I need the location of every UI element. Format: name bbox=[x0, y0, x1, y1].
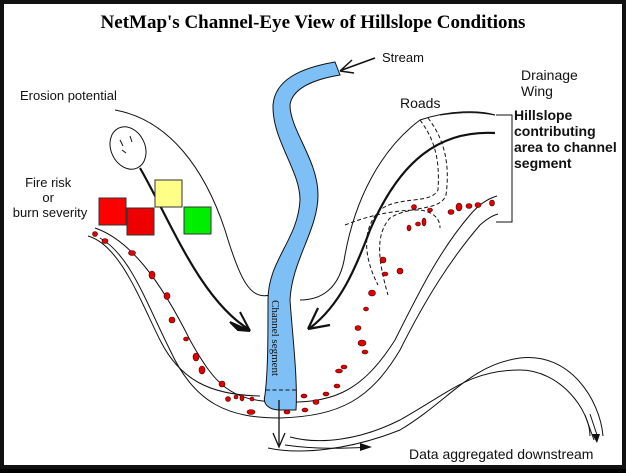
erosion-source-icon bbox=[109, 126, 147, 170]
road-3 bbox=[344, 209, 441, 229]
right-hillslope-outline bbox=[299, 111, 496, 301]
fire-risk-squares bbox=[98, 179, 212, 236]
stream-label: Stream bbox=[382, 50, 424, 65]
channel-segment-label: Channel segment bbox=[269, 300, 281, 376]
sediment-dots bbox=[92, 199, 495, 415]
erosion-potential-label: Erosion potential bbox=[20, 88, 117, 103]
right-flow-arrowhead bbox=[307, 307, 331, 331]
drainage-wing-top bbox=[439, 112, 496, 116]
valley-floor-upper-left bbox=[87, 235, 261, 397]
stream-arrowhead bbox=[339, 59, 355, 74]
right-flow-arrow bbox=[309, 131, 496, 329]
fire-square-green bbox=[183, 206, 212, 235]
data-aggregated-label: Data aggregated downstream bbox=[409, 446, 593, 462]
fire-square-red-2 bbox=[126, 207, 155, 236]
fire-square-yellow bbox=[154, 179, 183, 208]
left-flow-arrow bbox=[139, 167, 251, 331]
aggregate-flow-line bbox=[284, 444, 371, 449]
erosion-hatch bbox=[119, 135, 133, 154]
aggregate-flow-arrowhead bbox=[360, 443, 372, 451]
hillslope-bracket bbox=[496, 114, 513, 223]
aggregate-end-arrowhead bbox=[592, 434, 600, 443]
valley-floor-inner bbox=[99, 213, 499, 419]
stream-channel bbox=[263, 61, 341, 411]
aggregate-path-outer bbox=[267, 357, 604, 452]
road-1 bbox=[366, 119, 439, 286]
valley-floor-outer bbox=[94, 195, 498, 403]
roads-label: Roads bbox=[400, 95, 440, 111]
road-2 bbox=[379, 117, 448, 296]
diagram-title: NetMap's Channel-Eye View of Hillslope C… bbox=[101, 12, 526, 33]
stream-pointer-arrow bbox=[341, 57, 376, 71]
aggregate-path-inner bbox=[289, 369, 591, 442]
left-hillslope-outline bbox=[114, 109, 271, 297]
fire-square-red-1 bbox=[98, 197, 127, 226]
left-flow-arrowhead bbox=[229, 311, 251, 332]
drainage-wing-label: Drainage Wing bbox=[521, 67, 582, 99]
hillslope-area-label: Hillslope contributing area to channel s… bbox=[514, 107, 621, 171]
downstream-pointer-arrowhead bbox=[272, 432, 286, 449]
fire-risk-label: Fire risk or burn severity bbox=[13, 175, 88, 220]
